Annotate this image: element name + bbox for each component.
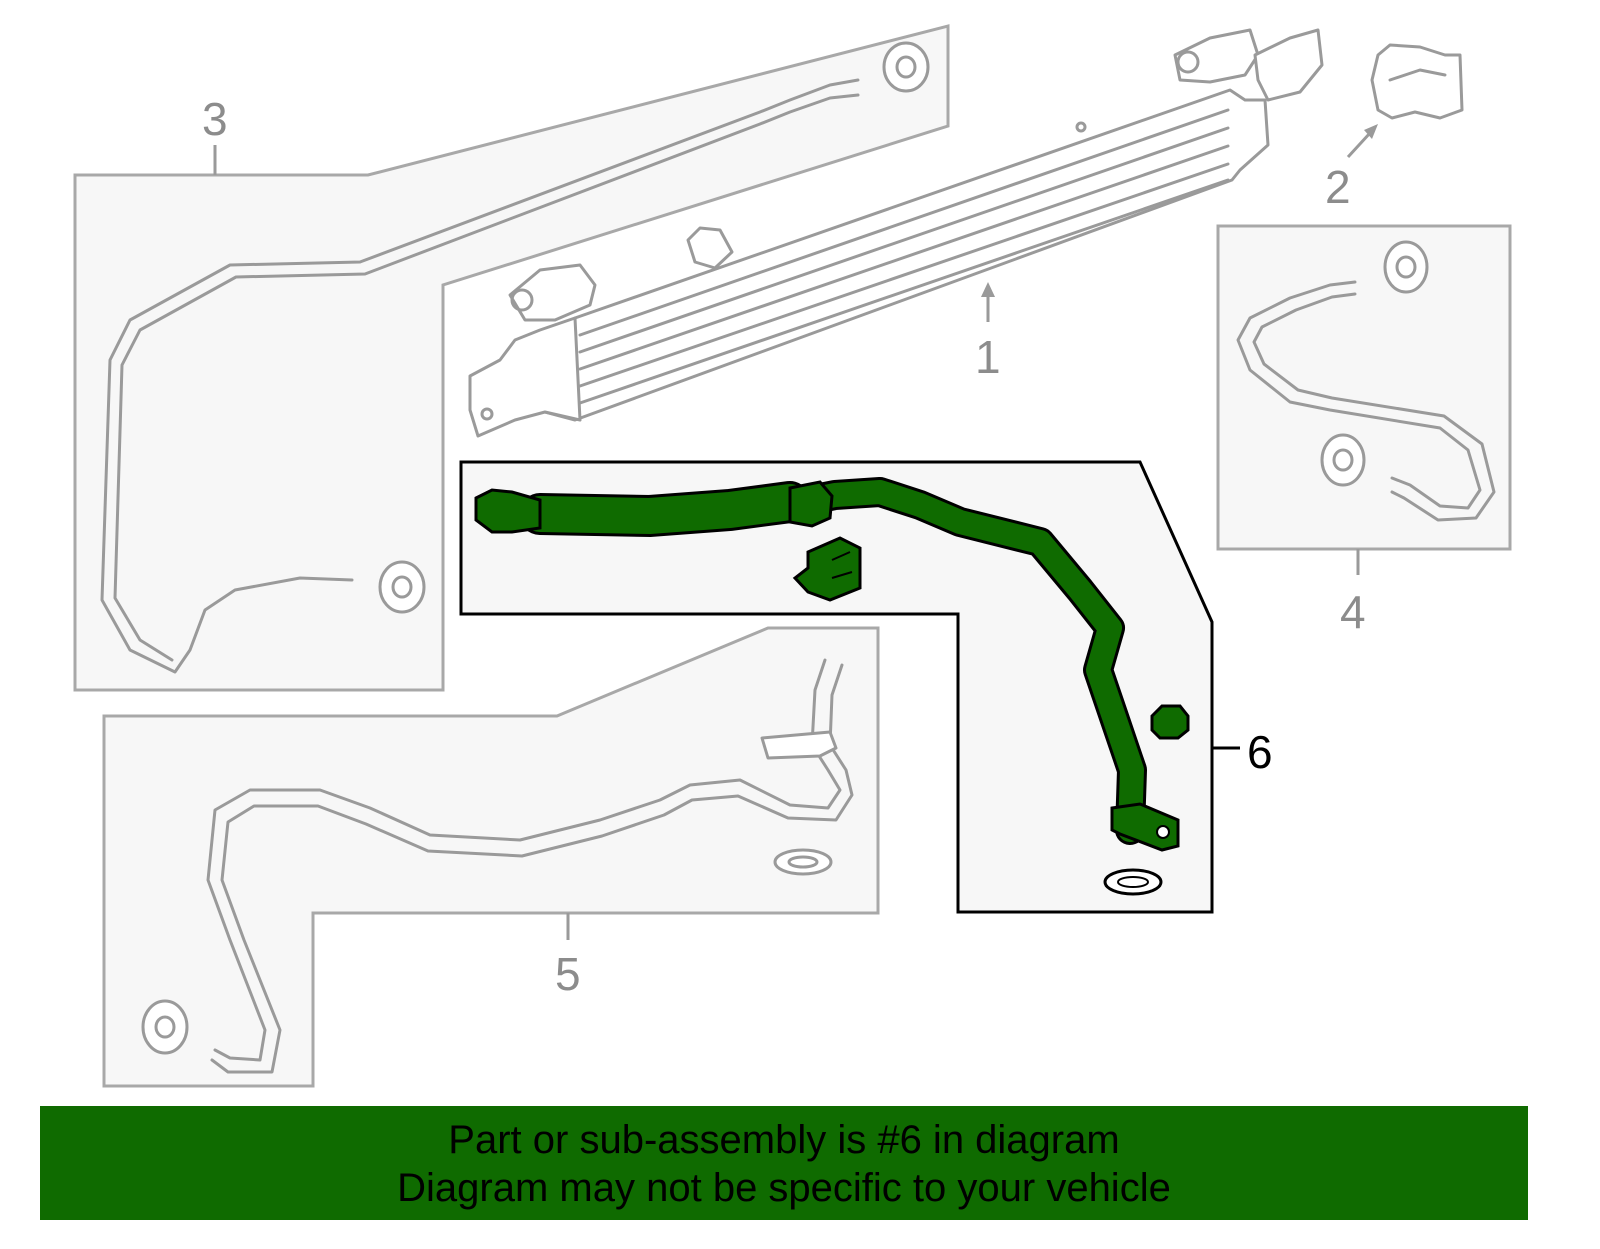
part-6-crimp — [788, 480, 834, 528]
part-6-nut — [1150, 704, 1190, 740]
cooler-top-clip — [686, 226, 734, 270]
cooler-right-fitting — [1173, 28, 1260, 84]
info-banner: Part or sub-assembly is #6 in diagram Di… — [40, 1106, 1528, 1220]
cooler-left-bracket — [468, 316, 582, 438]
part-5-line — [206, 658, 842, 1062]
part-4-line — [1236, 280, 1482, 510]
banner-line-2: Diagram may not be specific to your vehi… — [397, 1166, 1171, 1210]
callout-5: 5 — [555, 948, 581, 1000]
part-5-panel — [102, 626, 880, 1088]
part-3-seal-top — [882, 41, 930, 93]
callout-6: 6 — [1247, 726, 1273, 778]
part-5-seal-bottom — [141, 999, 189, 1055]
part-6-ring — [1103, 868, 1163, 896]
part-6-end-fitting — [474, 488, 542, 534]
part-6-clip — [792, 536, 862, 602]
banner-line-1: Part or sub-assembly is #6 in diagram — [448, 1118, 1120, 1162]
cooler-right-bracket — [1253, 28, 1324, 102]
part-3-panel — [73, 24, 950, 692]
part-2-bracket: 2 — [1325, 43, 1464, 213]
cooler-left-fitting — [508, 263, 597, 322]
callout-1: 1 — [975, 331, 1001, 383]
callout-2: 2 — [1325, 161, 1351, 213]
part-5-ring-top — [773, 848, 833, 876]
part-5-group: 5 — [102, 626, 880, 1088]
part-4-seal-top — [1383, 240, 1429, 294]
part-6-group: 6 — [459, 460, 1273, 914]
part-4-seal-bottom — [1320, 433, 1366, 487]
part-4-group: 4 — [1216, 224, 1512, 638]
part-5-flange — [760, 730, 838, 760]
part-6-panel — [459, 460, 1214, 914]
part-3-seal-bottom — [378, 560, 426, 614]
callout-3: 3 — [202, 93, 228, 145]
part-2-shape — [1370, 43, 1464, 120]
part-3-group: 3 — [73, 24, 950, 692]
part-1-cooler: 1 — [468, 28, 1324, 438]
callout-4: 4 — [1340, 586, 1366, 638]
part-4-panel — [1216, 224, 1512, 551]
part-3-line — [100, 78, 860, 674]
